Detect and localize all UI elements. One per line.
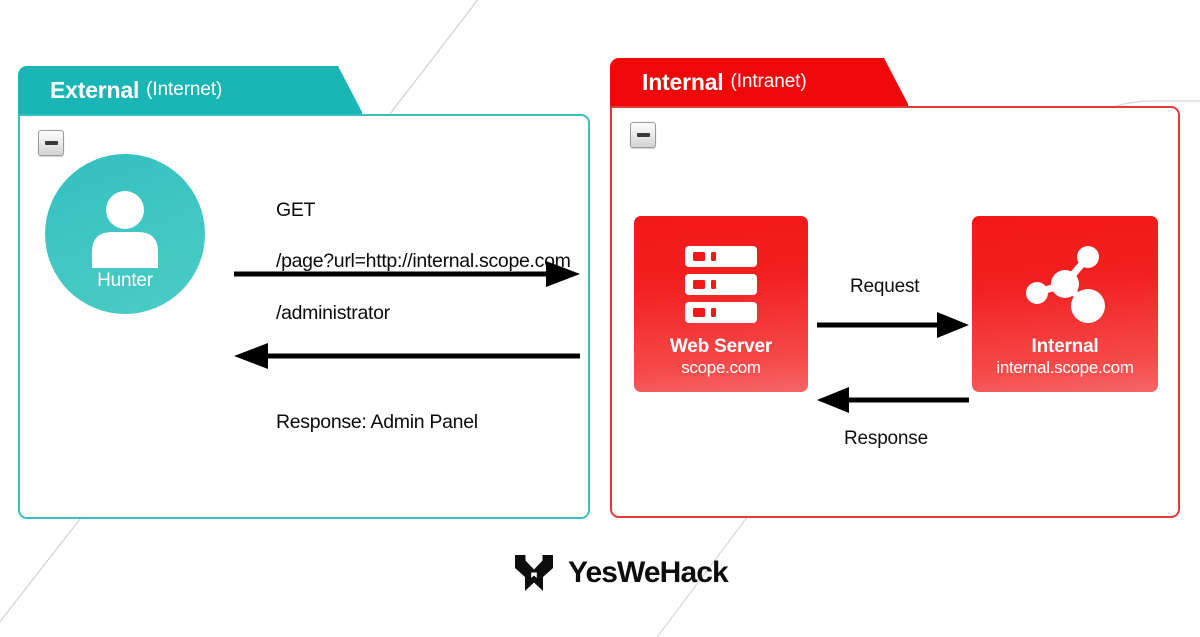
arrow-internal-response (817, 387, 969, 413)
flow-label-internal-response: Response (844, 428, 928, 450)
arrow-internal-request (817, 312, 969, 338)
flow-label-request-line2: /page?url=http://internal.scope.com (275, 250, 571, 273)
footer-logo: YesWeHack (513, 552, 729, 594)
zone-external: External (Internet) Hunter GET /pag (18, 66, 590, 519)
footer-brand-name: YesWeHack (568, 556, 729, 589)
node-internal-host-text: Internal internal.scope.com (972, 336, 1158, 378)
zone-internal: Internal (Intranet) (610, 58, 1180, 518)
zone-internal-subtitle: (Intranet) (730, 71, 807, 92)
node-internal-host-title: Internal (1031, 336, 1099, 358)
node-web-server-text: Web Server scope.com (634, 336, 808, 378)
yeswehack-logo-icon (515, 555, 553, 591)
minus-icon (636, 133, 650, 137)
zone-external-body: Hunter GET /page?url=http://internal.sco… (18, 114, 590, 519)
flow-label-internal-request: Request (850, 276, 920, 298)
zone-internal-collapse-button[interactable] (630, 122, 656, 148)
actor-hunter[interactable]: Hunter (45, 154, 205, 314)
server-rack-icon (685, 246, 757, 323)
arrow-request-outbound (234, 261, 580, 287)
zone-external-title: External (50, 76, 140, 103)
flow-label-response-line1: Response: Admin Panel (275, 410, 478, 433)
zone-external-tab-slant (324, 66, 362, 114)
zone-internal-tab[interactable]: Internal (Intranet) (610, 58, 908, 106)
node-internal-host-subtitle: internal.scope.com (996, 358, 1134, 378)
node-internal-host[interactable]: Internal internal.scope.com (972, 216, 1158, 392)
minus-icon (44, 141, 58, 145)
arrow-response-inbound (234, 343, 580, 369)
flow-label-request: GET /page?url=http://internal.scope.com … (235, 172, 571, 352)
zone-external-tab[interactable]: External (Internet) (18, 66, 362, 114)
flow-label-request-line1: GET (275, 198, 316, 221)
flow-label-internal-request-text: Request (850, 276, 920, 297)
zone-internal-title: Internal (642, 68, 724, 95)
node-web-server-subtitle: scope.com (681, 358, 761, 378)
actor-hunter-label: Hunter (97, 270, 153, 291)
zone-internal-tab-slant (870, 58, 908, 106)
flow-label-request-line3: /administrator (275, 301, 390, 324)
zone-external-subtitle: (Internet) (146, 79, 223, 100)
zone-internal-body: Web Server scope.com Internal inter (610, 106, 1180, 518)
node-web-server[interactable]: Web Server scope.com (634, 216, 808, 392)
node-web-server-title: Web Server (669, 336, 773, 358)
zone-external-collapse-button[interactable] (38, 130, 64, 156)
user-icon (92, 191, 158, 268)
network-node-icon (1026, 246, 1105, 323)
flow-label-response: Response: Admin Panel (235, 384, 478, 461)
flow-label-internal-response-text: Response (844, 428, 928, 449)
